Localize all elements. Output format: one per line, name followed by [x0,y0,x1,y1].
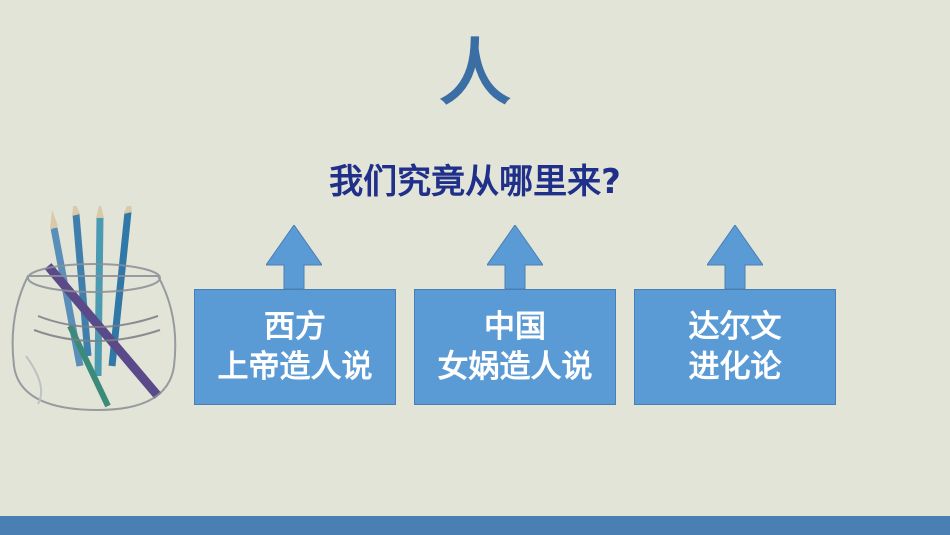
box-line-2: 进化论 [688,349,782,385]
slide-title: 人 [438,31,511,115]
up-arrow-icon [487,225,543,289]
pencils-jar-illustration [11,206,177,412]
box-line-2: 上帝造人说 [217,349,373,385]
box-line-2: 女娲造人说 [437,349,593,385]
glass-jar-icon [11,263,177,412]
pencil-icon [44,206,162,408]
box-line-1: 中国 [484,309,546,345]
western-theory-box: 西方 上帝造人说 [194,289,396,405]
darwin-theory-box: 达尔文 进化论 [634,289,836,405]
bottom-bar [0,516,950,535]
chinese-theory-box: 中国 女娲造人说 [414,289,616,405]
slide-subtitle: 我们究竟从哪里来? [329,162,621,202]
box-line-1: 达尔文 [688,309,782,345]
up-arrow-icon [707,225,763,289]
up-arrow-icon [266,225,322,289]
box-line-1: 西方 [264,309,326,345]
